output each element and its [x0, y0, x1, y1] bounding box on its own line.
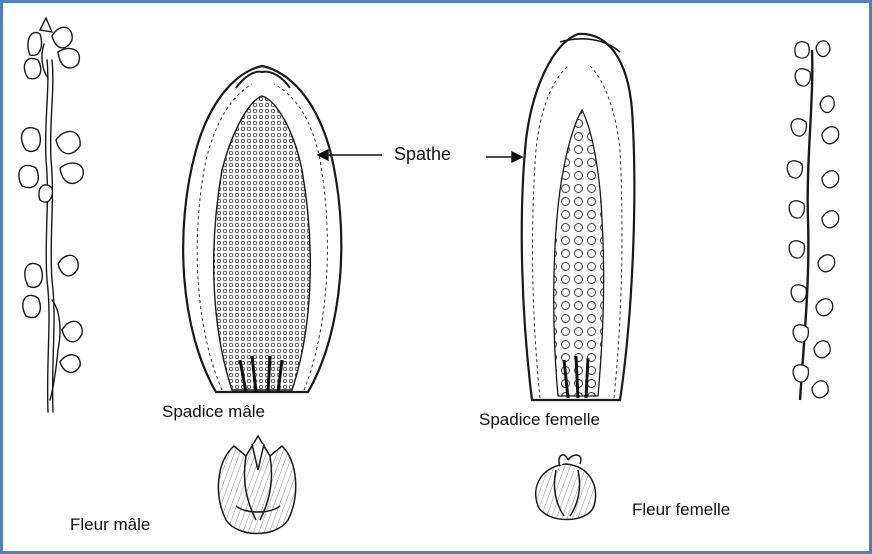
spadice-male-label: Spadice mâle — [162, 402, 265, 422]
male-spadice-drawing — [183, 66, 341, 392]
female-spadice-drawing — [522, 34, 635, 400]
fleur-femelle-label: Fleur femelle — [632, 500, 730, 520]
male-flower-branch — [19, 18, 83, 412]
spathe-arrowhead-right — [512, 152, 522, 162]
fleur-male-label: Fleur mâle — [70, 515, 150, 535]
spadice-femelle-label: Spadice femelle — [479, 410, 600, 430]
spathe-label: Spathe — [394, 144, 451, 165]
male-flower-drawing — [218, 436, 295, 534]
female-flower-drawing — [536, 455, 596, 520]
female-flower-spike — [787, 41, 839, 400]
